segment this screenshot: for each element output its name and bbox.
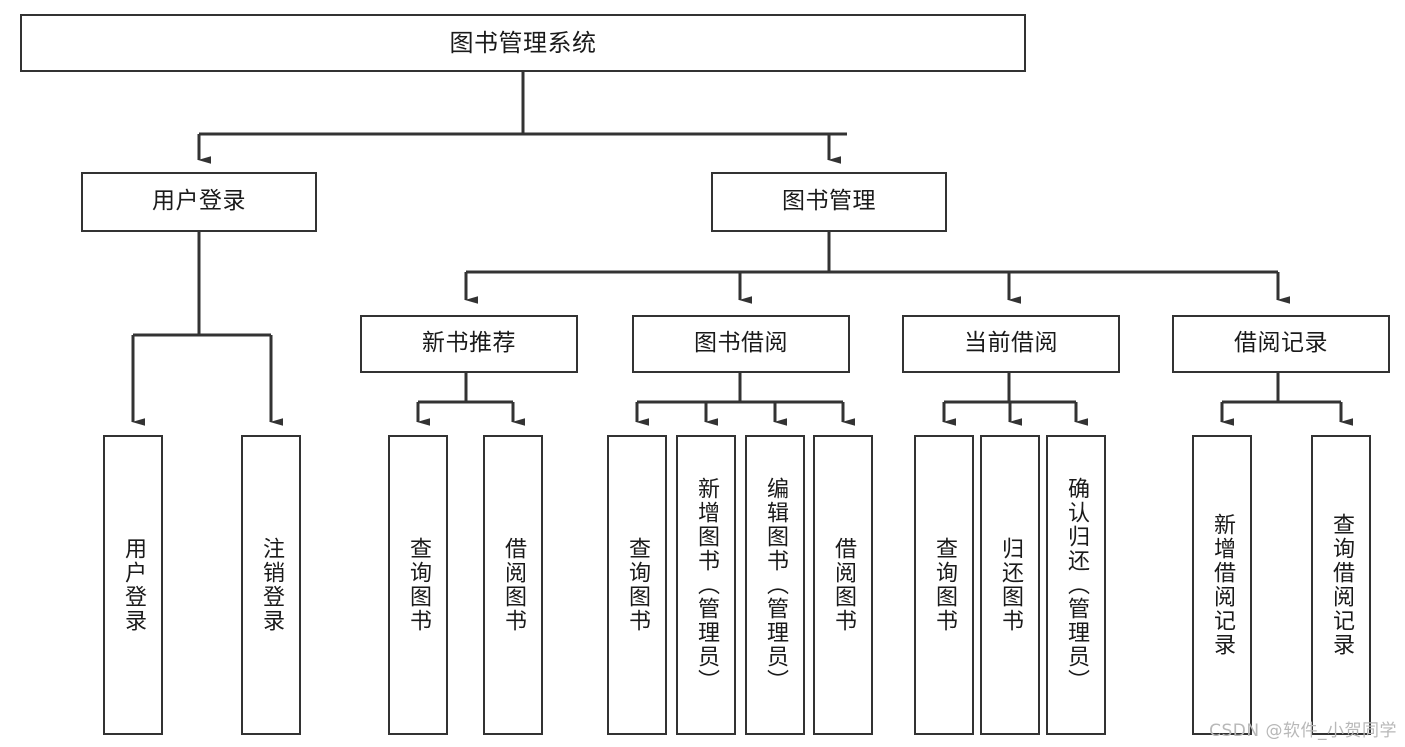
node-leaf-borrow-book-1[interactable]: 借阅图书 <box>483 435 543 735</box>
node-new-book-recommend[interactable]: 新书推荐 <box>360 315 578 373</box>
node-book-manage[interactable]: 图书管理 <box>711 172 947 232</box>
node-leaf-confirm-return-label: 确认归还（管理员） <box>1064 477 1089 693</box>
node-leaf-user-login-label: 用户登录 <box>121 537 146 633</box>
node-book-borrow-label: 图书借阅 <box>694 330 788 357</box>
node-leaf-user-login[interactable]: 用户登录 <box>103 435 163 735</box>
node-leaf-query-book-2[interactable]: 查询图书 <box>607 435 667 735</box>
watermark-text: CSDN @软件_小贺同学 <box>1209 721 1397 741</box>
node-leaf-user-logout-label: 注销登录 <box>259 537 284 633</box>
node-leaf-query-book-1[interactable]: 查询图书 <box>388 435 448 735</box>
node-leaf-add-book-label: 新增图书（管理员） <box>694 477 719 693</box>
node-leaf-query-book-3[interactable]: 查询图书 <box>914 435 974 735</box>
node-leaf-borrow-book-2[interactable]: 借阅图书 <box>813 435 873 735</box>
node-leaf-edit-book[interactable]: 编辑图书（管理员） <box>745 435 805 735</box>
node-leaf-query-record[interactable]: 查询借阅记录 <box>1311 435 1371 735</box>
node-leaf-return-book[interactable]: 归还图书 <box>980 435 1040 735</box>
node-leaf-query-record-label: 查询借阅记录 <box>1329 513 1354 657</box>
node-leaf-query-book-1-label: 查询图书 <box>406 537 431 633</box>
node-book-borrow[interactable]: 图书借阅 <box>632 315 850 373</box>
node-leaf-borrow-book-2-label: 借阅图书 <box>831 537 856 633</box>
node-current-borrow[interactable]: 当前借阅 <box>902 315 1120 373</box>
node-leaf-add-record[interactable]: 新增借阅记录 <box>1192 435 1252 735</box>
node-leaf-edit-book-label: 编辑图书（管理员） <box>763 477 788 693</box>
node-root[interactable]: 图书管理系统 <box>20 14 1026 72</box>
node-leaf-confirm-return[interactable]: 确认归还（管理员） <box>1046 435 1106 735</box>
node-borrow-record-label: 借阅记录 <box>1234 330 1328 357</box>
node-leaf-add-record-label: 新增借阅记录 <box>1210 513 1235 657</box>
node-leaf-query-book-3-label: 查询图书 <box>932 537 957 633</box>
node-user-login-label: 用户登录 <box>152 188 246 215</box>
node-leaf-query-book-2-label: 查询图书 <box>625 537 650 633</box>
node-borrow-record[interactable]: 借阅记录 <box>1172 315 1390 373</box>
node-book-manage-label: 图书管理 <box>782 188 876 215</box>
node-current-borrow-label: 当前借阅 <box>964 330 1058 357</box>
node-leaf-return-book-label: 归还图书 <box>998 537 1023 633</box>
node-root-label: 图书管理系统 <box>449 28 597 57</box>
node-new-book-recommend-label: 新书推荐 <box>422 330 516 357</box>
node-user-login[interactable]: 用户登录 <box>81 172 317 232</box>
node-leaf-add-book[interactable]: 新增图书（管理员） <box>676 435 736 735</box>
node-leaf-user-logout[interactable]: 注销登录 <box>241 435 301 735</box>
node-leaf-borrow-book-1-label: 借阅图书 <box>501 537 526 633</box>
